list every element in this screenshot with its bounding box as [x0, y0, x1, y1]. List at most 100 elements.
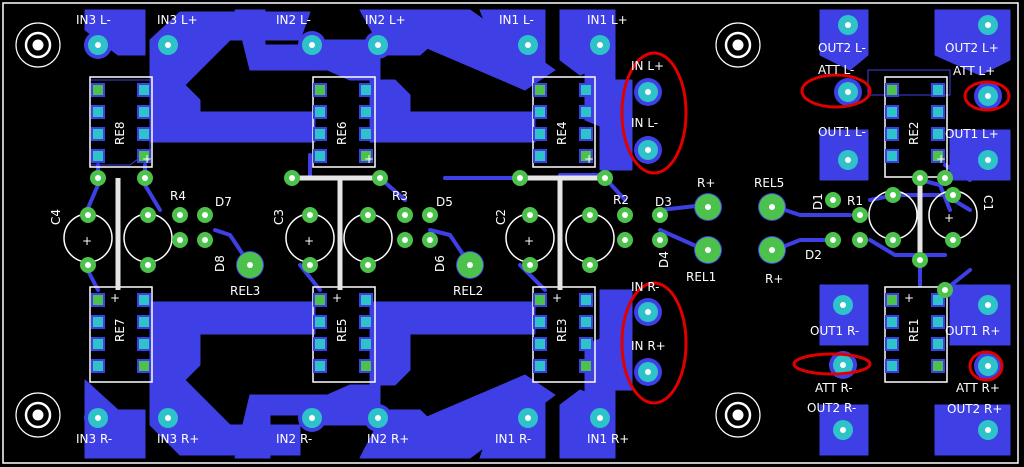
relay-pad [579, 315, 593, 329]
relay-pad [579, 149, 593, 163]
label-in3-l-plus: IN3 L+ [157, 13, 198, 27]
terminal-pad [364, 31, 392, 59]
designator-d5: D5 [436, 195, 453, 209]
via [582, 257, 598, 273]
highlight-att-r-plus [968, 350, 1004, 382]
designator-re8: RE8 [113, 121, 127, 145]
designator-d7: D7 [215, 195, 232, 209]
designator-d4: D4 [657, 251, 671, 268]
relay-pad [137, 359, 151, 373]
label-in-l-minus: IN L- [631, 116, 658, 130]
designator-labels: RE8 RE6 RE4 RE7 RE5 RE3 RE2 RE1 R4 R3 R2… [49, 121, 995, 342]
relay-pad [885, 83, 899, 97]
via [80, 257, 96, 273]
via [360, 207, 376, 223]
terminal-pad [634, 358, 662, 386]
label-out1-r-plus: OUT1 R+ [945, 324, 1000, 338]
plus-mark-c2: + [524, 234, 534, 248]
designator-r4: R4 [170, 189, 186, 203]
designator-d6: D6 [433, 255, 447, 272]
relay-pad [931, 315, 945, 329]
label-rel1: REL1 [686, 270, 716, 284]
label-in3-r-plus: IN3 R+ [157, 432, 199, 446]
highlight-marks [620, 51, 1011, 405]
mounting-hole-top-left [15, 22, 61, 68]
label-in2-l-minus: IN2 L- [276, 13, 311, 27]
highlight-att-l-minus [800, 73, 872, 109]
relay-pad [931, 105, 945, 119]
via [885, 187, 901, 203]
mounting-hole-top-middle [715, 22, 761, 68]
relay-re1-outline [884, 286, 948, 383]
signal-pad [237, 252, 263, 278]
via [422, 232, 438, 248]
via [284, 170, 300, 186]
signal-pad [759, 237, 785, 263]
label-rel5: REL5 [754, 176, 784, 190]
relay-pad [533, 127, 547, 141]
designator-re1: RE1 [907, 318, 921, 342]
plus-mark-re3: + [552, 291, 562, 305]
via [912, 170, 928, 186]
via [825, 232, 841, 248]
via [652, 207, 668, 223]
silkscreen-bars [115, 175, 923, 290]
relay-pad [359, 337, 373, 351]
terminal-pad [834, 78, 862, 106]
relay-re8-outline [89, 76, 153, 168]
polarity-marks: + + + + + + + + + + + + [82, 152, 954, 305]
designator-r1: R1 [847, 194, 863, 208]
relay-pad [533, 149, 547, 163]
designator-r3: R3 [392, 189, 408, 203]
via [512, 170, 528, 186]
terminal-pad [154, 404, 182, 432]
designator-d1: D1 [811, 193, 825, 210]
via [945, 232, 961, 248]
relay-pad [931, 337, 945, 351]
label-out1-l-plus: OUT1 L+ [945, 127, 999, 141]
signal-pad [457, 252, 483, 278]
relay-pad [313, 315, 327, 329]
via [360, 257, 376, 273]
label-out1-r-minus: OUT1 R- [810, 324, 859, 338]
via [945, 187, 961, 203]
relay-pad [91, 149, 105, 163]
label-r-plus-right: R+ [765, 272, 783, 286]
plus-mark-re4: + [584, 152, 594, 166]
designator-re3: RE3 [555, 318, 569, 342]
plus-mark-re6: + [364, 152, 374, 166]
relay-pad [137, 127, 151, 141]
label-att-r-minus: ATT R- [815, 381, 853, 395]
mounting-holes [15, 22, 761, 438]
designator-d3: D3 [655, 195, 672, 209]
label-in-r-minus: IN R- [631, 280, 660, 294]
via [372, 170, 388, 186]
designator-d8: D8 [213, 255, 227, 272]
plus-mark-re2: + [936, 152, 946, 166]
terminal-pad [634, 78, 662, 106]
label-in-r-plus: IN R+ [631, 339, 666, 353]
relay-re4-outline [532, 76, 596, 168]
relay-pad [885, 127, 899, 141]
label-in1-r-plus: IN1 R+ [587, 432, 629, 446]
signal-pad [695, 237, 721, 263]
relay-pad [91, 337, 105, 351]
via [397, 207, 413, 223]
mounting-hole-bottom-middle [715, 392, 761, 438]
via [172, 207, 188, 223]
label-in1-l-minus: IN1 L- [499, 13, 534, 27]
signal-pad [759, 194, 785, 220]
signal-pad [695, 194, 721, 220]
relay-pad [137, 105, 151, 119]
label-in2-r-minus: IN2 R- [276, 432, 312, 446]
designator-re2: RE2 [907, 121, 921, 145]
relay-pad [579, 105, 593, 119]
relay-pad [91, 105, 105, 119]
relay-pad [885, 337, 899, 351]
terminal-pad [84, 404, 112, 432]
via [852, 207, 868, 223]
label-in2-l-plus: IN2 L+ [365, 13, 406, 27]
label-att-l-minus: ATT L- [818, 63, 854, 77]
designator-c2: C2 [494, 209, 508, 225]
highlight-att-l-plus [963, 80, 1011, 112]
